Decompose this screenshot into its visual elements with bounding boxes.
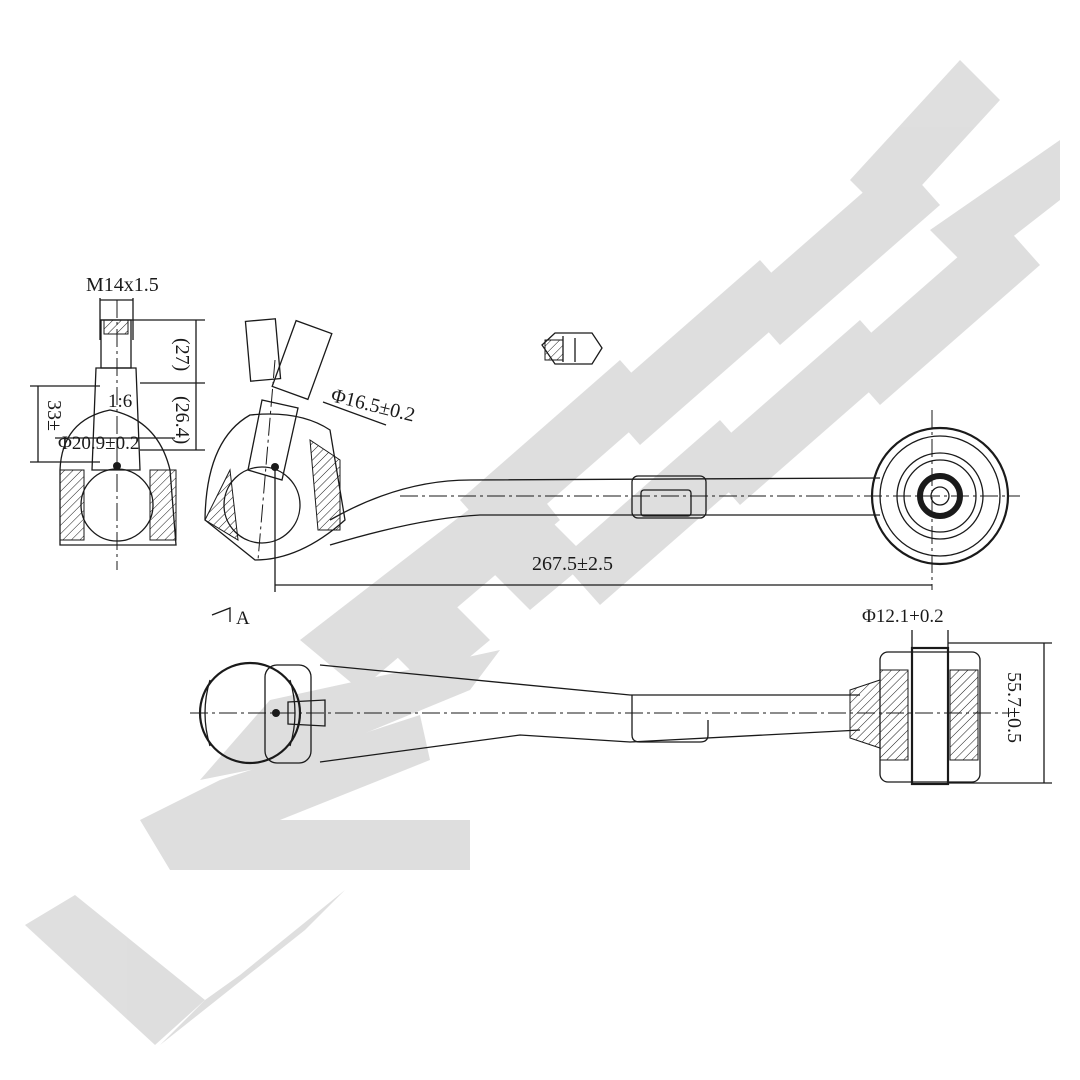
taper-dimension: 1:6 — [108, 391, 132, 412]
upper-length-dimension: (27) — [171, 338, 193, 371]
control-arm-top-view — [274, 410, 1020, 592]
bushing-width-dimension: 55.7±0.5 — [1003, 672, 1025, 743]
arm-length-dimension: 267.5±2.5 — [532, 553, 613, 575]
lower-length-dimension: (26.4) — [171, 396, 193, 444]
control-arm-side-view — [190, 630, 1052, 786]
ball-diameter-dimension: Φ20.9±0.2 — [58, 433, 139, 454]
ball-joint-front-view — [30, 298, 205, 570]
view-arrow-marker: A — [211, 607, 250, 629]
bushing-bore-dimension: Φ12.1+0.2 — [862, 606, 944, 627]
height-dimension: 33± — [43, 400, 65, 431]
zennek-watermark-logo — [25, 60, 1060, 1045]
lock-nut — [541, 332, 603, 365]
thread-dimension: M14x1.5 — [86, 274, 159, 296]
view-label: A — [236, 608, 250, 629]
ball-joint-angled-view — [204, 318, 387, 561]
